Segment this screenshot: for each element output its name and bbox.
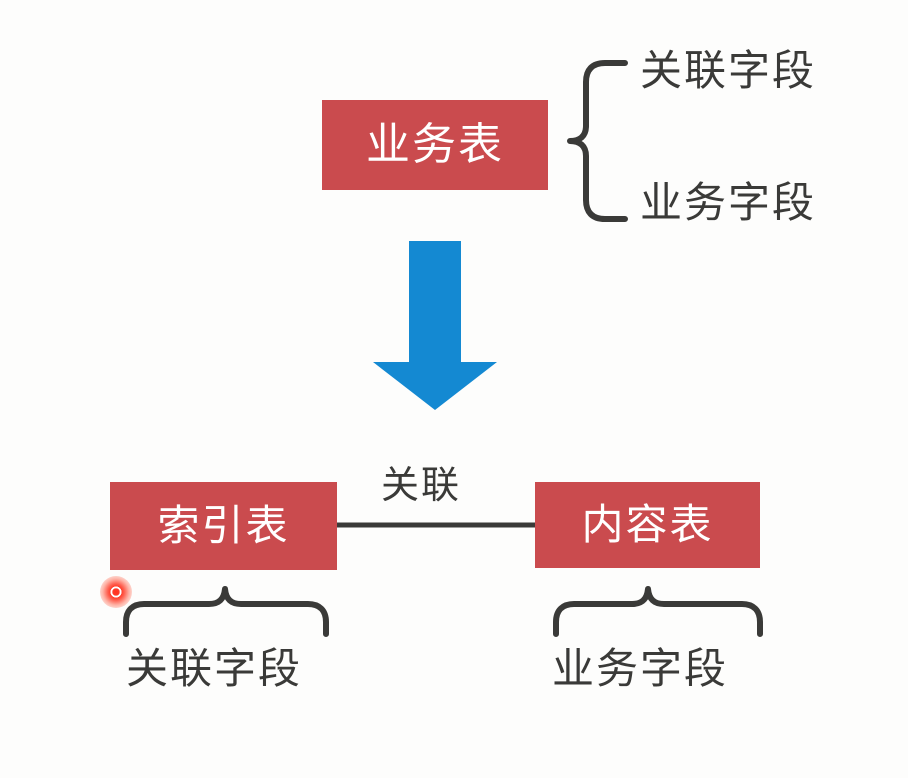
brace-bottom-left-icon [123, 586, 329, 637]
brace-bottom-right-icon [553, 586, 763, 637]
relation-field-label-top: 关联字段 [640, 46, 817, 95]
business-field-label-bottom: 业务字段 [552, 644, 729, 693]
relation-link-label: 关联 [381, 463, 462, 507]
index-table-box[interactable]: 索引表 [110, 482, 337, 570]
brace-top-right-icon [567, 60, 628, 222]
click-marker-icon [100, 576, 132, 608]
content-table-box[interactable]: 内容表 [535, 482, 760, 568]
relation-field-label-bottom: 关联字段 [126, 644, 303, 693]
business-table-box[interactable]: 业务表 [322, 100, 548, 190]
business-field-label-top: 业务字段 [640, 178, 817, 227]
down-arrow-icon [373, 241, 497, 410]
